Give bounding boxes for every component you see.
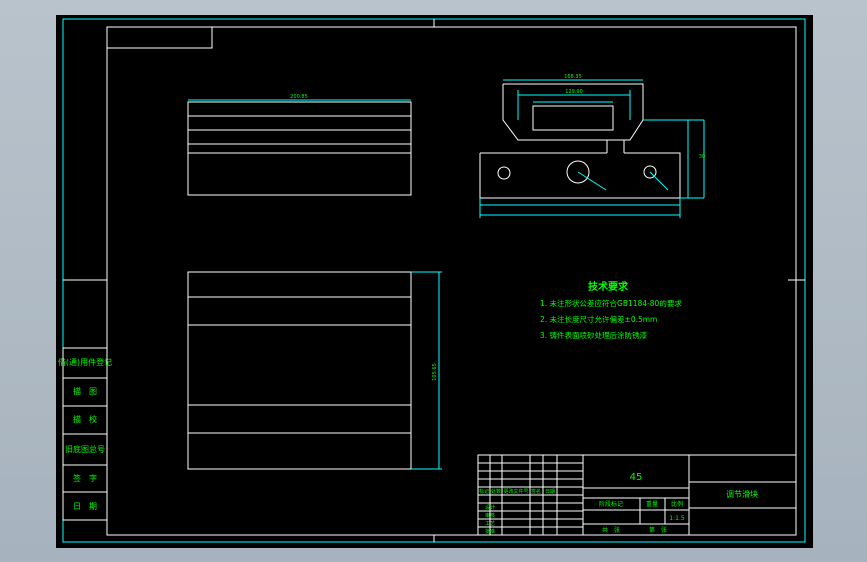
drawing-background	[56, 15, 813, 548]
rev-header-1: 处数	[491, 488, 501, 495]
scale-value: 1:1.5	[669, 515, 685, 522]
front-width-label: 200.85	[290, 94, 308, 100]
profile-right-height-label: 30	[699, 154, 705, 160]
tech-requirements: 技术要求 1. 未注形状公差应符合GB1184-80的要求 2. 未注长度尺寸允…	[540, 280, 682, 340]
side-label-3: 旧底图总号	[65, 444, 105, 454]
scale-label: 比例	[671, 500, 683, 508]
profile-top-width-label: 168.35	[564, 74, 582, 80]
part-name: 调节滑块	[726, 489, 758, 499]
tech-requirement-2: 2. 未注长度尺寸允许偏差±0.5mm	[540, 314, 657, 324]
side-height-label: 105.65	[432, 363, 438, 381]
rev-header-0: 标记	[479, 488, 489, 495]
side-label-0: 借(通)用件登记	[58, 357, 112, 367]
tech-requirement-1: 1. 未注形状公差应符合GB1184-80的要求	[540, 298, 682, 308]
side-label-1: 描 图	[73, 386, 97, 396]
title-block[interactable]	[477, 454, 797, 536]
rev-header-2: 更改文件号	[503, 488, 528, 495]
side-registration-strip	[62, 347, 108, 521]
sheet-number: 第 张	[649, 526, 667, 534]
sheet-count: 共 张	[602, 526, 620, 534]
tech-requirement-3: 3. 铸件表面喷砂处理后涂防锈漆	[540, 330, 648, 340]
tech-requirements-heading: 技术要求	[588, 280, 629, 293]
rev-header-4: 日期	[545, 489, 555, 495]
profile-dimensions	[479, 79, 705, 218]
side-label-4: 签 字	[73, 473, 97, 483]
role-check: 审核	[485, 512, 495, 519]
material-value: 45	[630, 472, 643, 483]
side-labels: 借(通)用件登记 描 图 描 校 旧底图总号 签 字 日 期	[58, 357, 112, 511]
role-process: 工艺	[485, 521, 495, 527]
role-design: 设计	[485, 504, 495, 511]
title-block-texts: 45 调节滑块 阶段标记 重量 比例 1:1.5 共 张 第 张 标记 处数 更…	[479, 472, 758, 535]
stage-label: 阶段标记	[599, 500, 623, 508]
corner-code-box	[106, 26, 213, 49]
side-label-2: 描 校	[73, 414, 97, 424]
side-label-5: 日 期	[73, 502, 97, 511]
front-view[interactable]	[187, 101, 412, 196]
profile-slot-width-label: 129.90	[565, 89, 583, 95]
side-height-dimension	[411, 271, 442, 470]
weight-label: 重量	[646, 500, 658, 508]
side-view[interactable]	[187, 271, 412, 470]
inner-frame	[106, 26, 797, 536]
role-approve: 批准	[485, 528, 495, 535]
rev-header-3: 签名	[531, 488, 541, 495]
